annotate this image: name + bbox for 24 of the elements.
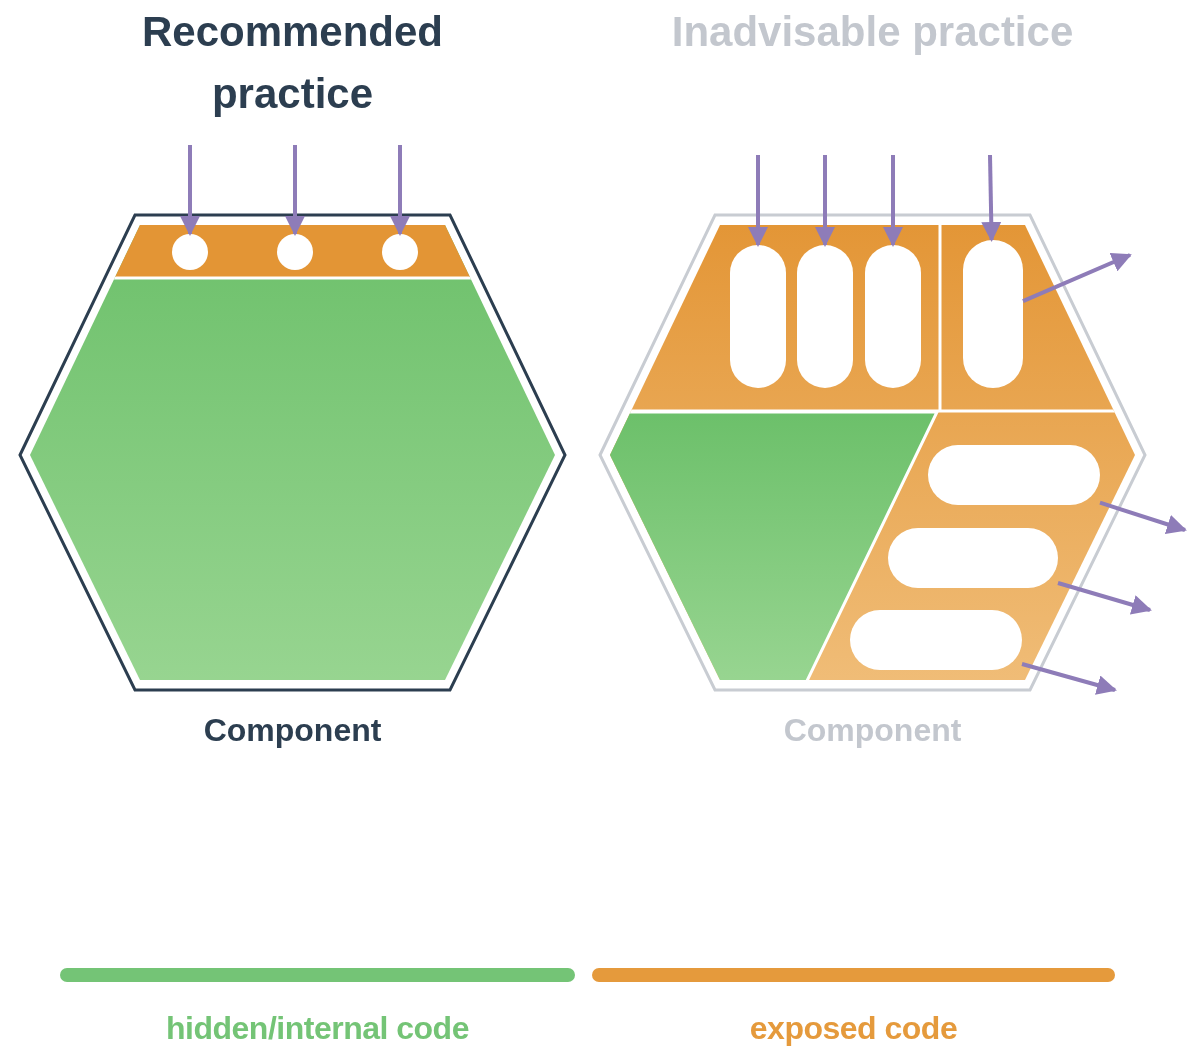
component-caption: Component [202,712,383,749]
heading: Inadvisable practice [670,7,1075,57]
component-caption: Component [782,712,963,749]
port-capsule [963,240,1023,388]
port-capsule [850,610,1022,670]
arrow [1022,252,1132,303]
arrow [285,145,305,236]
arrow [1057,581,1152,615]
arrow [883,155,903,247]
legend-label: exposed code [748,1010,959,1047]
legend-label: hidden/internal code [165,1010,470,1047]
arrow [815,155,835,247]
port-capsule [730,245,786,388]
arrow [981,154,1002,242]
port-capsule [797,245,853,388]
arrow [1099,500,1187,534]
arrow [180,145,200,236]
port-capsule [865,245,921,388]
arrow [390,145,410,236]
arrow [748,155,768,247]
arrow [1021,662,1117,695]
port-capsule [928,445,1100,505]
heading: Recommended practice [140,7,445,119]
port-capsule [888,528,1058,588]
